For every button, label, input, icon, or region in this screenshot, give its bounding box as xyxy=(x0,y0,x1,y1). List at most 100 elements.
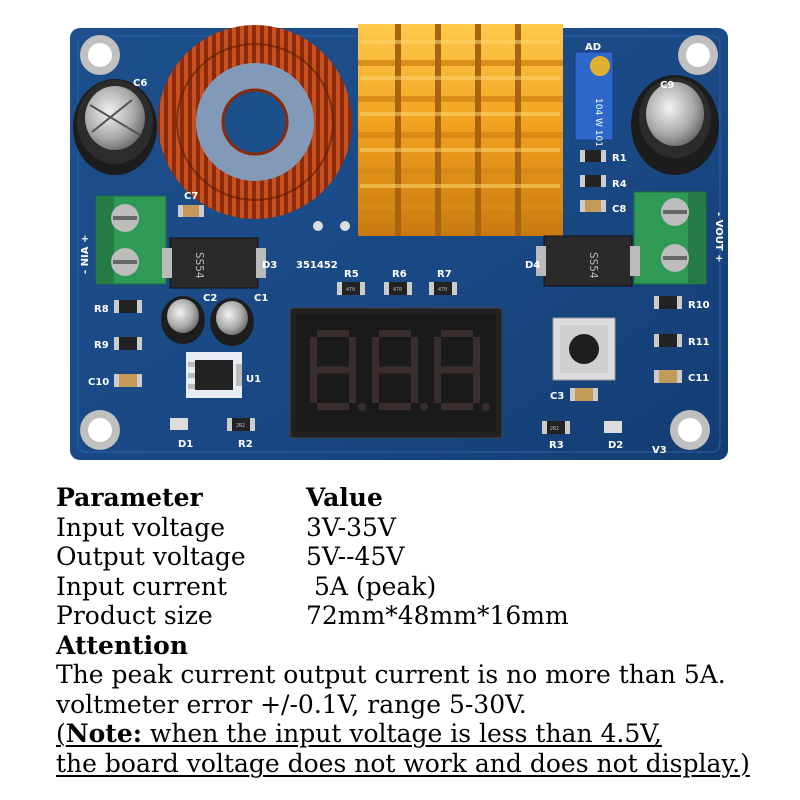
output-terminal-block-icon xyxy=(633,191,707,285)
silk-d3: D3 xyxy=(262,260,277,271)
display-segment xyxy=(310,370,317,403)
silk-d4: D4 xyxy=(525,260,540,271)
silk-r2: R2 xyxy=(238,439,253,450)
display-segment xyxy=(434,337,441,370)
svg-text:2R2: 2R2 xyxy=(550,426,559,432)
heatsink-icon xyxy=(358,24,563,236)
display-segment xyxy=(372,337,379,370)
display-segment xyxy=(441,403,473,410)
seven-segment-display xyxy=(289,307,503,439)
display-segment xyxy=(441,330,473,337)
silk-vin: - NIA + xyxy=(80,235,91,274)
silk-c3: C3 xyxy=(550,391,564,402)
ic-u1-icon xyxy=(186,352,242,398)
silk-d2: D2 xyxy=(608,440,623,451)
pcb-board-image: 104 W 101 AD C9 C6 R1 R4 C8 - NIA + - VO… xyxy=(70,24,728,460)
silk-c2: C2 xyxy=(203,293,217,304)
capacitor-left-icon xyxy=(73,79,157,175)
smd-bottom-row: 2R2 2R2 xyxy=(170,418,622,434)
display-segment xyxy=(349,337,356,370)
silk-ad: AD xyxy=(585,42,601,53)
silk-c1: C1 xyxy=(254,293,268,304)
product-photo: 104 W 101 AD C9 C6 R1 R4 C8 - NIA + - VO… xyxy=(70,24,728,460)
silk-c11: C11 xyxy=(688,373,709,384)
display-decimal-point xyxy=(358,403,366,411)
silk-v3: V3 xyxy=(652,445,667,456)
smd-resistors-top: 470 470 470 xyxy=(337,282,457,295)
spec-row: Product size 72mm*48mm*16mm xyxy=(56,601,776,631)
push-button-icon xyxy=(552,317,616,381)
svg-text:SS54: SS54 xyxy=(587,252,600,279)
spec-param: Output voltage xyxy=(56,542,246,571)
spec-param: Input current xyxy=(56,571,228,601)
silk-r4: R4 xyxy=(612,179,627,190)
display-segment xyxy=(379,330,411,337)
svg-text:470: 470 xyxy=(393,287,402,293)
silk-d1: D1 xyxy=(178,439,193,450)
spec-value: 5A (peak) xyxy=(306,571,437,601)
spec-table: Parameter Value Input voltage 3V-35V Out… xyxy=(56,483,776,778)
display-segment xyxy=(441,366,473,374)
spec-row: Output voltage 5V--45V xyxy=(56,542,776,572)
silk-c9: C9 xyxy=(660,80,674,91)
silk-r3: R3 xyxy=(549,440,564,451)
display-segment xyxy=(310,337,317,370)
display-segment xyxy=(317,330,349,337)
input-terminal-block-icon xyxy=(95,195,167,285)
silk-r5: R5 xyxy=(344,269,359,280)
attention-line-2: voltmeter error +/-0.1V, range 5-30V. xyxy=(56,689,527,719)
spec-value: 72mm*48mm*16mm xyxy=(306,601,569,630)
spec-param: Product size xyxy=(56,601,213,630)
display-segment xyxy=(379,366,411,374)
smd-left-column xyxy=(114,300,142,387)
display-segment xyxy=(379,403,411,410)
svg-text:470: 470 xyxy=(346,287,355,293)
silk-c10: C10 xyxy=(88,377,109,388)
silk-r6: R6 xyxy=(392,269,407,280)
smd-right-column xyxy=(654,296,682,383)
diode-d4-icon: SS54 xyxy=(536,235,640,287)
diode-d3-icon: SS54 xyxy=(162,237,266,289)
silk-r11: R11 xyxy=(688,337,710,348)
svg-text:104 W 101: 104 W 101 xyxy=(593,98,603,147)
svg-text:SS54: SS54 xyxy=(193,252,206,279)
display-segment xyxy=(411,370,418,403)
display-segment xyxy=(317,403,349,410)
display-segment xyxy=(473,337,480,370)
display-decimal-point xyxy=(420,403,428,411)
spec-value: 3V-35V xyxy=(306,512,396,542)
header-value: Value xyxy=(306,483,383,512)
silk-c6: C6 xyxy=(133,78,147,89)
silk-c8: C8 xyxy=(612,204,626,215)
display-segment xyxy=(473,370,480,403)
attention-title: Attention xyxy=(56,630,189,660)
toroid-inductor-icon xyxy=(158,25,352,219)
silk-board-code: 351452 xyxy=(296,260,338,271)
capacitor-right-icon xyxy=(631,75,719,175)
svg-text:470: 470 xyxy=(438,287,447,293)
spec-row: Input current 5A (peak) xyxy=(56,572,776,602)
mounting-hole-icon xyxy=(80,35,718,450)
spec-row: Input voltage 3V-35V xyxy=(56,513,776,543)
attention-line-1: The peak current output current is no mo… xyxy=(56,660,726,689)
display-segment xyxy=(317,366,349,374)
small-capacitors-icon xyxy=(161,296,254,346)
display-decimal-point xyxy=(482,403,490,411)
note-open-paren: ( xyxy=(56,719,66,748)
silk-c7: C7 xyxy=(184,191,198,202)
smd-resistors-right xyxy=(580,150,606,212)
silk-r9: R9 xyxy=(94,340,109,351)
spec-header-row: Parameter Value xyxy=(56,483,776,513)
note-line-1: (Note: when the input voltage is less th… xyxy=(56,719,776,749)
silk-r8: R8 xyxy=(94,304,109,315)
note-label: Note: xyxy=(65,719,142,748)
display-segment xyxy=(372,370,379,403)
silk-vout: - VOUT + xyxy=(713,212,724,263)
svg-text:2R2: 2R2 xyxy=(236,423,245,429)
silk-u1: U1 xyxy=(246,374,261,385)
display-segment xyxy=(411,337,418,370)
silk-r1: R1 xyxy=(612,153,627,164)
spec-param: Input voltage xyxy=(56,512,225,542)
trimmer-potentiometer-icon: 104 W 101 xyxy=(574,51,614,147)
display-segment xyxy=(434,370,441,403)
